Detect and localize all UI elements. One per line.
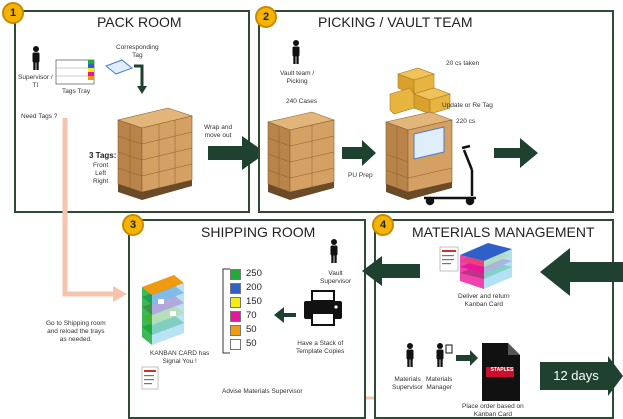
arrow-materials-to-shipping	[362, 256, 420, 286]
materials-title: MATERIALS MANAGEMENT	[412, 224, 595, 240]
picking-title: PICKING / VAULT TEAM	[318, 14, 473, 30]
go-to-shipping-label: Go to Shipping room and reload the trays…	[46, 320, 106, 343]
pack-room-art	[32, 46, 194, 200]
legend-value-70: 70	[246, 310, 257, 321]
vault-team-person-icon	[292, 40, 300, 64]
lead-time-arrow-tip	[608, 356, 623, 396]
supervisor-person-icon	[32, 46, 40, 70]
legend-value-50-white: 50	[246, 338, 257, 349]
supervisor-label: Supervisor / Tl	[18, 74, 53, 89]
kanban-card-thumbnail-icon	[141, 366, 159, 390]
legend-value-150: 150	[246, 296, 262, 307]
kanban-legend: 250 200 150 70 50 50	[230, 268, 280, 354]
materials-supervisor-person-icon	[406, 343, 414, 367]
legend-swatch-blue	[230, 283, 241, 294]
legend-swatch-white	[230, 339, 241, 350]
vault-team-label: Vault team / Picking	[280, 70, 315, 85]
materials-manager-person-icon	[436, 343, 444, 367]
legend-swatch-green	[230, 269, 241, 280]
need-tags-label: Need Tags ?	[21, 113, 58, 120]
materials-number-badge: 4	[372, 214, 394, 236]
tag-card-icon	[105, 59, 133, 75]
pack-room-pallet-icon	[116, 107, 194, 200]
kanban-card-sheet-icon	[439, 246, 459, 272]
kanban-signal-label: KANBAN CARD has Signal You !	[150, 350, 210, 365]
advise-materials-label: Advise Materials Supervisor	[222, 388, 303, 395]
deliver-return-label: Deliver and return Kanban Card	[458, 293, 510, 308]
arrow-pack-to-picking	[208, 136, 266, 170]
taken-label: 20 cs taken	[446, 60, 480, 67]
arrow-to-kanban-stack	[274, 307, 296, 323]
wrap-and-move-label: Wrap and move out	[204, 124, 233, 139]
loose-boxes-icon	[389, 67, 451, 115]
kanban-card-stack-icon	[142, 275, 184, 345]
materials-supervisor-label: Materials Supervisor	[392, 376, 424, 391]
pack-room-title: PACK ROOM	[97, 14, 182, 30]
pallet-jack-icon	[424, 144, 476, 206]
materials-art	[406, 243, 520, 401]
shipping-number-badge: 3	[122, 214, 144, 236]
vault-supervisor-label: Vault Supervisor	[320, 270, 352, 285]
place-order-label: Place order based on Kanban Card	[462, 403, 524, 418]
template-copies-label: Have a Stack of Template Copies	[296, 340, 345, 355]
three-tags-title: 3 Tags:	[89, 151, 117, 160]
tag-down-arrow-icon	[134, 64, 144, 88]
arrow-incoming-supply	[540, 248, 623, 296]
shipping-title: SHIPPING ROOM	[201, 224, 316, 240]
tags-tray-label: Tags Tray	[62, 88, 91, 95]
picking-pallet-icon	[266, 111, 336, 200]
tagged-pallet-icon	[384, 111, 454, 200]
arrow-to-order-document	[456, 350, 478, 366]
staples-order-document-icon	[482, 343, 520, 401]
cases-label: 240 Cases	[286, 98, 318, 105]
three-tags-list: Front Left Right	[93, 162, 109, 185]
pack-room-number-badge: 1	[2, 2, 24, 24]
tags-tray-icon	[55, 59, 95, 85]
legend-value-200: 200	[246, 282, 262, 293]
vault-supervisor-person-icon	[330, 239, 338, 263]
arrow-to-prep-pallet	[342, 140, 376, 166]
legend-value-50-orange: 50	[246, 324, 257, 335]
legend-value-250: 250	[246, 268, 262, 279]
picking-art	[266, 40, 538, 206]
legend-bracket	[222, 268, 230, 354]
arrow-out-of-picking	[494, 138, 538, 168]
materials-manager-label: Materials Manager	[426, 376, 453, 391]
staples-logo: STAPLES	[490, 367, 514, 373]
pu-prep-label: PU Prep	[348, 172, 373, 179]
lead-time-box: 12 days	[540, 362, 612, 390]
printer-icon	[304, 290, 342, 326]
corresponding-tag-label: Corresponding Tag	[116, 44, 159, 59]
update-retag-label: Update or Re Tag	[442, 102, 493, 109]
materials-card-stack-icon	[460, 243, 512, 289]
remaining-cases-label: 220 cs	[456, 118, 476, 125]
legend-swatch-magenta	[230, 311, 241, 322]
legend-swatch-yellow	[230, 297, 241, 308]
shipping-art	[141, 239, 342, 390]
go-to-shipping-arrow	[62, 118, 127, 302]
clipboard-icon	[445, 344, 453, 354]
legend-swatch-orange	[230, 325, 241, 336]
picking-number-badge: 2	[255, 6, 277, 28]
